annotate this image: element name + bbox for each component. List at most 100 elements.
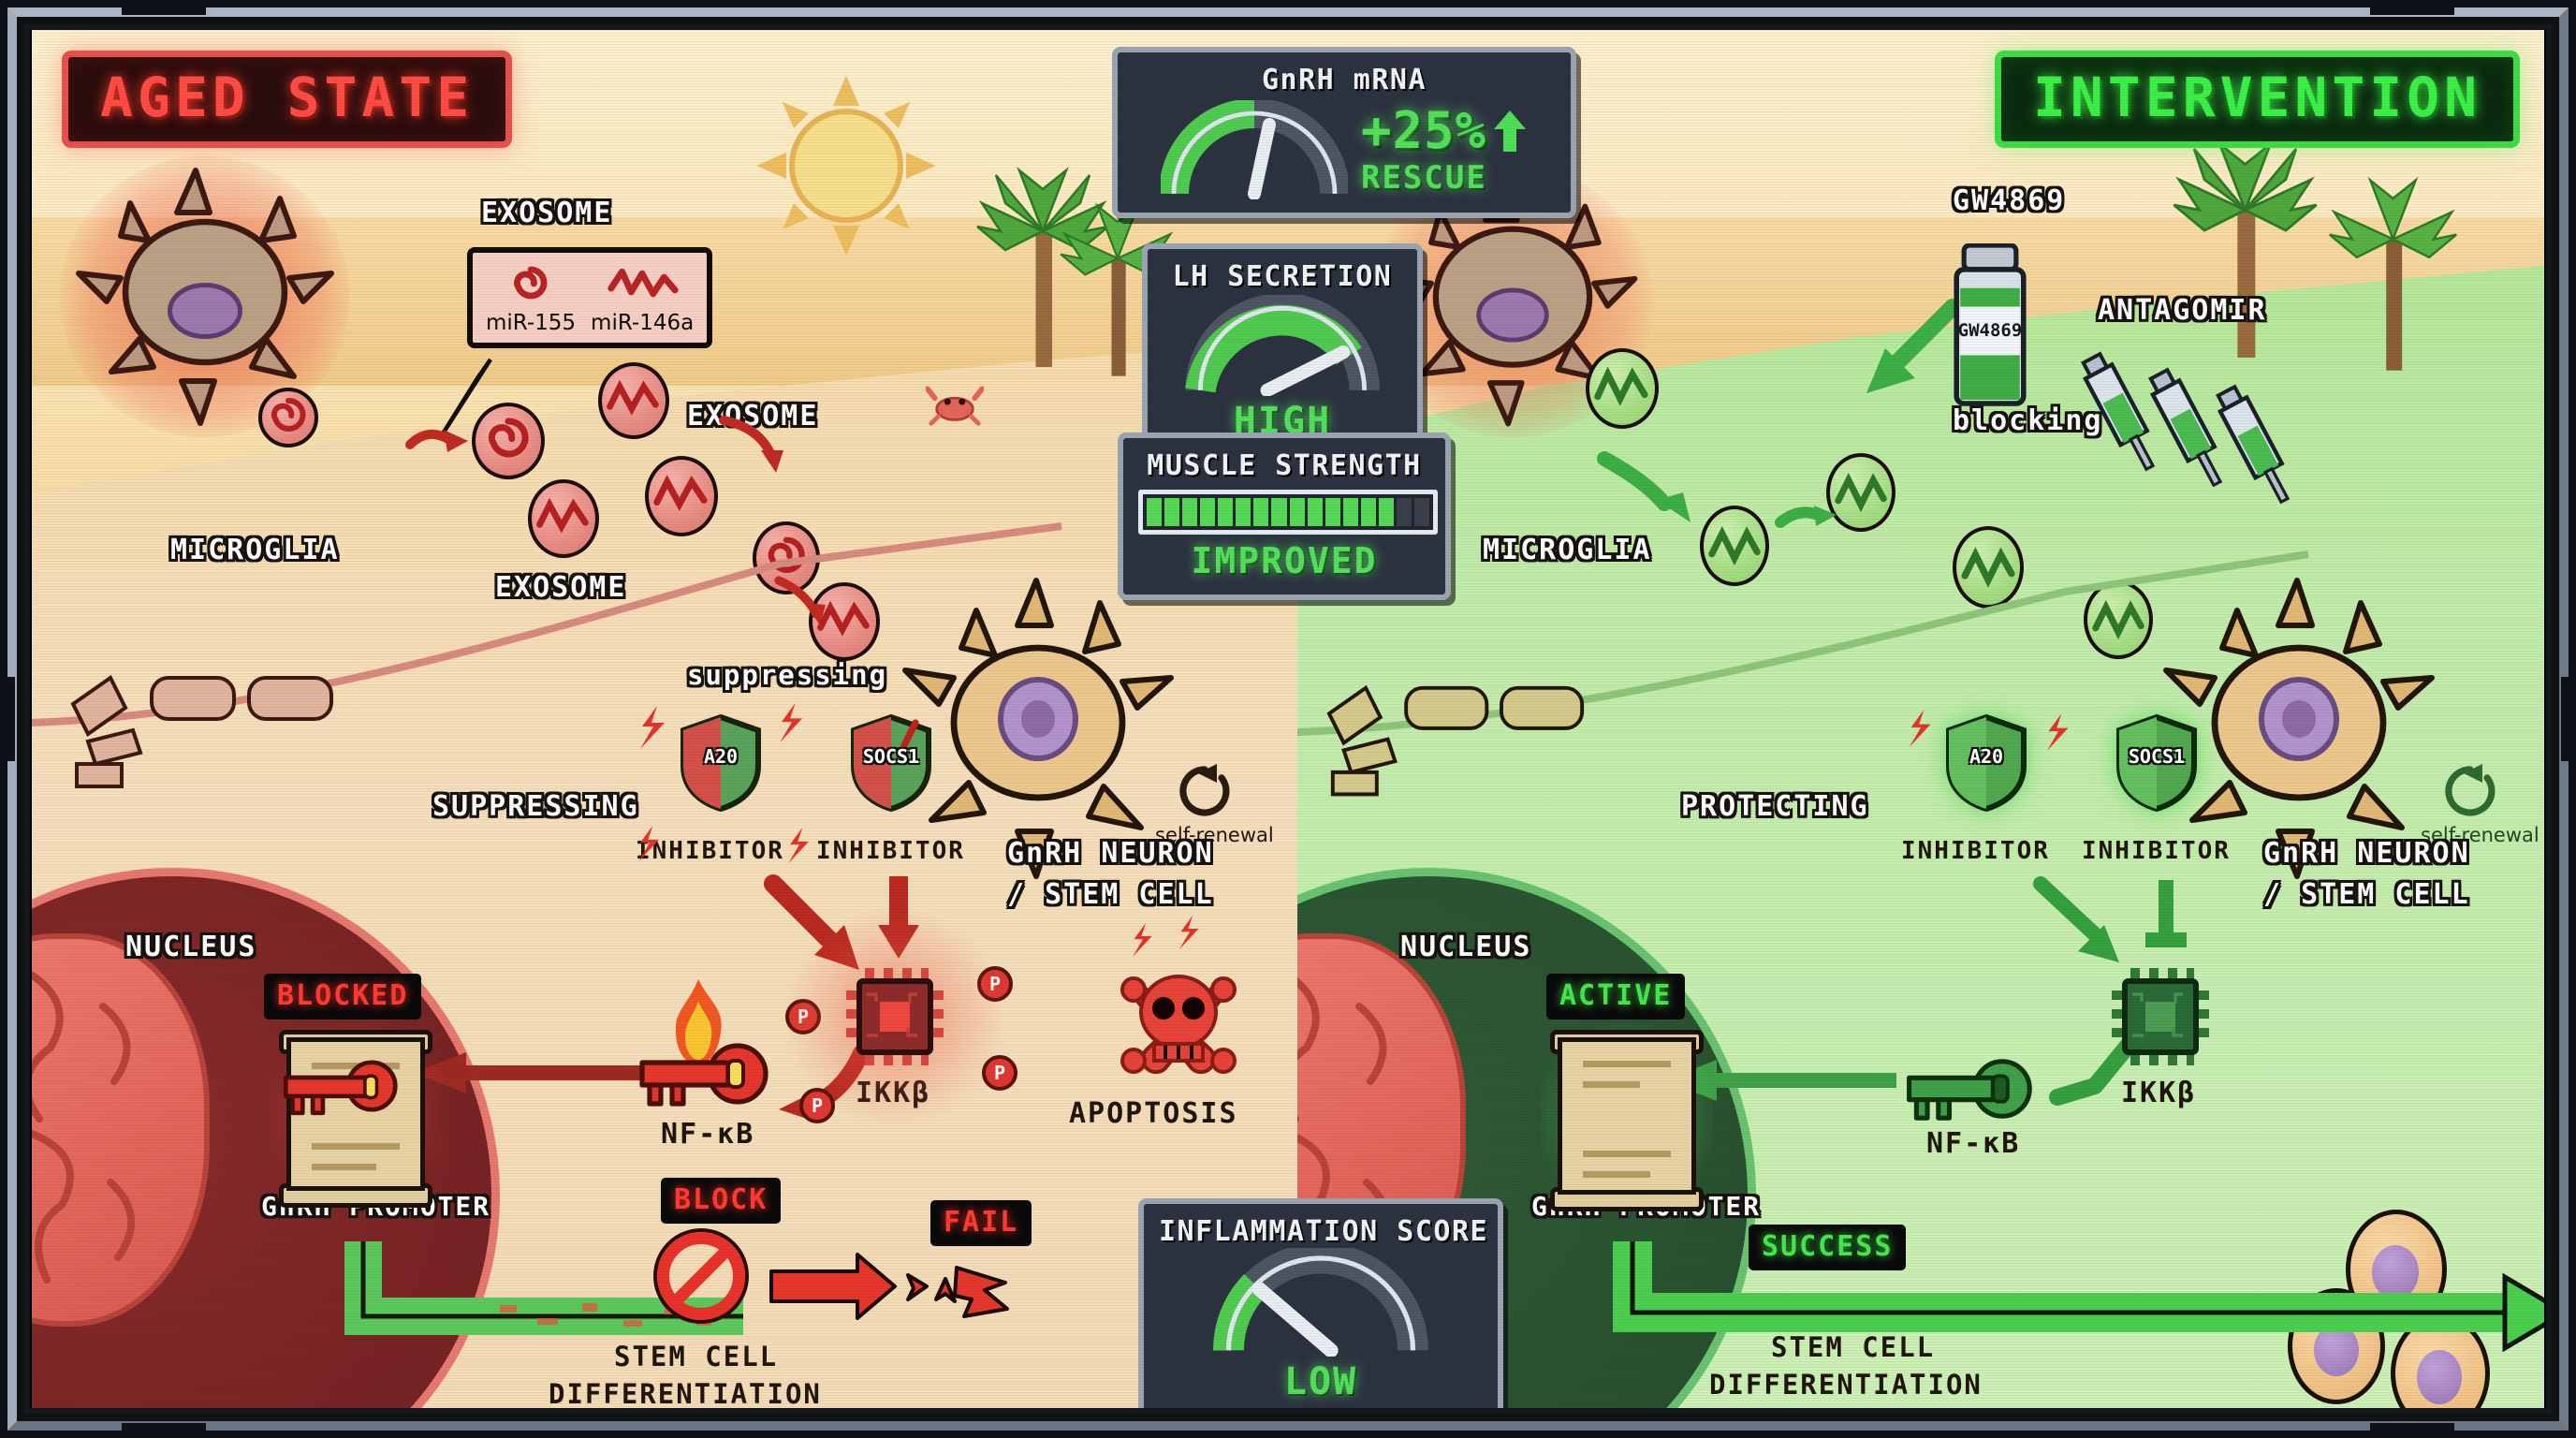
hud-title-muscle-strength: MUSCLE STRENGTH (1147, 449, 1422, 482)
self-renewal-icon-intervention (2445, 764, 2496, 816)
panel-title-intervention: INTERVENTION (1994, 51, 2520, 148)
damage-spark-icon (788, 827, 809, 864)
shield-socs1-intervention: SOCS1 (2114, 713, 2200, 813)
status-chip-active: ACTIVE (1546, 974, 1686, 1020)
label-stem-cell-diff-intervention-1: STEM CELL (1771, 1331, 1936, 1363)
frame-notch-bottom-right (2370, 1423, 2454, 1438)
exosome-vesicle-green (1700, 506, 1769, 586)
label-antagomir: ANTAGOMIR (2098, 294, 2267, 327)
exosome-vesicle-green (1826, 453, 1895, 532)
label-inhibitor-a20-aged: INHIBITOR (636, 837, 784, 865)
hud-lh-secretion[interactable]: LH SECRETION HIGH (1142, 243, 1423, 462)
gw4869-bottle-text: GW4869 (1957, 320, 2023, 341)
nfkb-key-icon-aged (639, 1043, 768, 1107)
mirna-label-155: miR-155 (486, 311, 577, 335)
muscle-strength-segment (1236, 498, 1251, 526)
crab-icon (926, 386, 984, 426)
syringe-icon (2216, 384, 2291, 505)
nfkb-key-locked-icon (283, 1060, 398, 1116)
gnrh-promoter-intervention (1541, 1015, 1713, 1217)
shield-label-a20: A20 (1969, 745, 2004, 768)
label-self-renewal-aged: self-renewal (1155, 824, 1274, 846)
muscle-strength-segment (1147, 498, 1163, 526)
label-nucleus-intervention: NUCLEUS (1400, 931, 1532, 963)
damage-spark-icon (1132, 922, 1152, 958)
gw4869-bottle-icon: GW4869 (1943, 242, 2037, 407)
stem-cell-nucleus (2417, 1350, 2462, 1404)
damage-spark-icon (638, 825, 659, 862)
exosome-callout-box: miR-155 miR-146a (467, 247, 713, 348)
label-protecting: PROTECTING (1681, 790, 1869, 823)
palm-tree-icon (2329, 176, 2457, 371)
arrow-blocking-exosome (1866, 299, 1961, 393)
trend-up-arrow-icon (1494, 110, 1527, 152)
frame-notch-top-left (122, 0, 206, 15)
shield-label-socs1: SOCS1 (862, 745, 920, 768)
label-stem-cell-aged: / STEM CELL (1007, 878, 1214, 911)
label-nucleus-aged: NUCLEUS (125, 931, 257, 963)
hud-status-inflammation-score: LOW (1283, 1360, 1358, 1403)
muscle-strength-segment (1325, 498, 1340, 526)
label-inhibitor-a20-intervention: INHIBITOR (1901, 837, 2050, 865)
label-gw4869-title: GW4869 (1953, 184, 2066, 217)
no-entry-slash (674, 1249, 728, 1303)
label-stem-cell-diff-aged-2: DIFFERENTIATION (549, 1378, 822, 1408)
gauge-inflammation-score (1207, 1248, 1435, 1357)
damage-spark-icon (2046, 712, 2069, 752)
exosome-flow-arrow-green (1597, 451, 1690, 522)
label-blocking: blocking (1953, 404, 2103, 437)
label-self-renewal-intervention: self-renewal (2421, 824, 2539, 846)
label-inhibitor-socs1-intervention: INHIBITOR (2082, 837, 2231, 865)
panel-aged-state: AGED STATE MICROGLIA EXOSOME (32, 30, 1297, 1408)
muscle-strength-segment (1396, 498, 1412, 526)
nfkb-key-icon-intervention (1907, 1059, 2032, 1121)
axon-myelin-intervention (1326, 684, 1585, 797)
label-microglia-aged: MICROGLIA (170, 534, 340, 566)
label-exosome-callout-heading: EXOSOME (481, 197, 613, 229)
label-stem-cell-intervention: / STEM CELL (2263, 878, 2470, 911)
palm-tree-icon (976, 167, 1109, 367)
label-apoptosis: APOPTOSIS (1069, 1097, 1238, 1130)
shield-a20-intervention: A20 (1943, 713, 2029, 813)
label-exosome-mid: EXOSOME (495, 571, 627, 604)
exosome-vesicle-green (1586, 348, 1659, 429)
hud-title-lh-secretion: LH SECRETION (1172, 260, 1393, 293)
axon-fiber-intervention (1297, 550, 2309, 736)
panel-title-aged: AGED STATE (62, 51, 513, 148)
muscle-strength-segment (1164, 498, 1180, 526)
exosome-vesicle-green (2084, 580, 2153, 659)
hud-inflammation-score[interactable]: INFLAMMATION SCORE LOW (1138, 1198, 1503, 1408)
label-gnrh-neuron-intervention: GnRH NEURON (2263, 837, 2470, 870)
exosome-flow-arrow (774, 576, 826, 625)
muscle-strength-segment (1289, 498, 1305, 526)
muscle-strength-segment (1360, 498, 1376, 526)
mirna-squiggle-icon (607, 268, 679, 298)
label-microglia-intervention: MICROGLIA (1483, 534, 1652, 566)
label-ikk-beta-intervention: IKKβ (2121, 1077, 2197, 1109)
gnrh-neuron-intervention (2140, 573, 2458, 882)
muscle-strength-segment (1307, 498, 1323, 526)
exosome-vesicle (598, 362, 669, 439)
damage-spark-icon (1909, 709, 1931, 748)
hud-gnrh-mrna[interactable]: GnRH mRNA +25% (1112, 47, 1576, 218)
muscle-strength-bar (1138, 490, 1438, 535)
exosome-flow-arrow (719, 416, 783, 473)
damage-spark-icon (1178, 915, 1199, 950)
hud-status-muscle-strength: IMPROVED (1191, 540, 1378, 581)
frame-notch-top-right (2370, 0, 2454, 15)
shield-label-socs1: SOCS1 (2128, 745, 2186, 768)
muscle-strength-segment (1253, 498, 1269, 526)
exosome-vesicle (472, 403, 545, 479)
label-stem-cell-diff-aged-1: STEM CELL (614, 1341, 779, 1372)
success-pathway-arrow (1613, 1241, 2544, 1353)
exosome-vesicle (645, 456, 718, 536)
hud-muscle-strength[interactable]: MUSCLE STRENGTH IMPROVED (1118, 433, 1451, 600)
status-chip-blocked: BLOCKED (264, 974, 422, 1020)
promoter-scroll-intervention (1558, 1037, 1696, 1195)
infographic-stage: AGED STATE MICROGLIA EXOSOME (32, 30, 2544, 1408)
arrow-nfkb-to-promoter-aged (414, 1052, 646, 1093)
connector-nfkb-ikk-intervention (2049, 1036, 2137, 1106)
ikk-beta-chip-intervention (2112, 968, 2209, 1065)
callout-pointer (438, 358, 492, 440)
